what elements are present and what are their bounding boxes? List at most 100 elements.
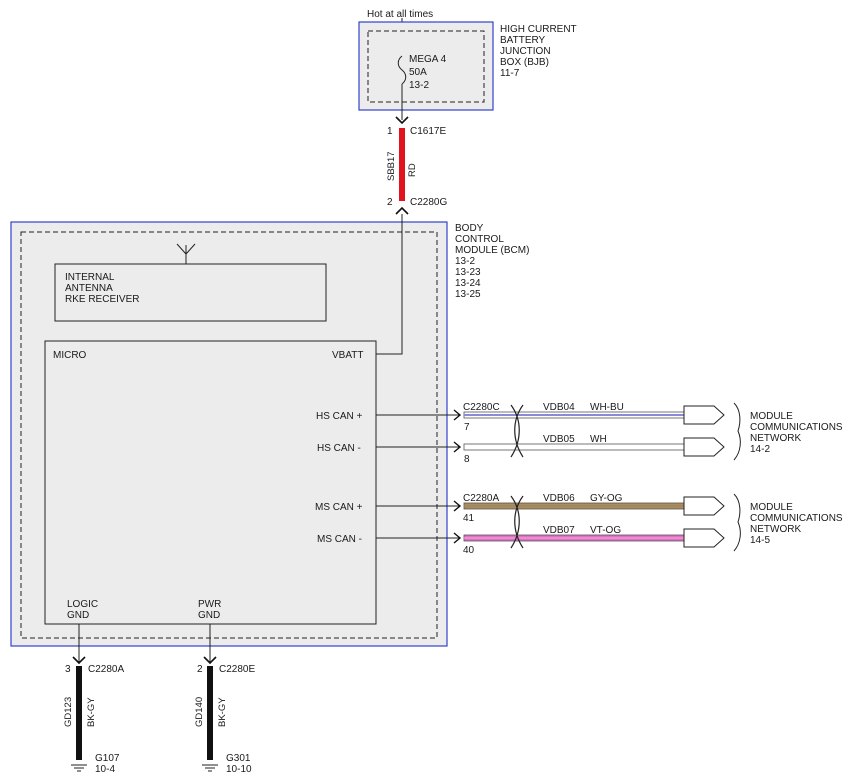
network-hs-label: MODULE COMMUNICATIONS NETWORK 14-2: [750, 411, 843, 455]
logic-gnd-label-line: LOGIC: [67, 599, 98, 610]
bcm-title: BODY CONTROL MODULE (BCM) 13-2 13-23 13-…: [455, 223, 529, 300]
bjb-title-line: JUNCTION: [500, 46, 551, 57]
bcm-title-line: BODY: [455, 223, 484, 234]
gd123-black-wire: [76, 666, 82, 760]
vdb04-circuit-label: VDB04: [543, 402, 575, 413]
network-label-line: 14-5: [750, 535, 770, 546]
bjb-module-box: [358, 21, 494, 111]
connector-pin-arrow-icon: [453, 532, 462, 544]
connector-pin-arrow-icon: [453, 441, 462, 453]
c1617e-pin: 1: [387, 126, 393, 137]
connector-c2280g-icon: [395, 206, 409, 215]
ms-can-plus-label: MS CAN +: [315, 502, 363, 513]
network-label-line: MODULE: [750, 502, 793, 513]
brace-icon: [733, 493, 741, 552]
gd140-pin: 2: [197, 664, 203, 675]
bjb-title-line: BOX (BJB): [500, 57, 549, 68]
hot-at-all-times-label: Hot at all times: [367, 9, 433, 20]
bcm-title-line: 13-23: [455, 267, 481, 278]
vdb06-color-label: GY-OG: [590, 493, 623, 504]
connector-c2280e-gnd-icon: [203, 656, 217, 665]
c2280g-connector-label: C2280G: [410, 197, 447, 208]
micro-label: MICRO: [53, 350, 87, 361]
pwr-gnd-label-line: PWR: [198, 599, 221, 610]
g301-ref: 10-10: [226, 764, 252, 775]
gd123-color-label: BK-GY: [86, 697, 97, 727]
fuse-icon: [397, 55, 407, 85]
ms-can-plus-pin: 41: [463, 513, 475, 524]
vdb04-color-label: WH-BU: [590, 402, 624, 413]
fuse-name: MEGA 4: [409, 54, 447, 65]
vdb06-circuit-label: VDB06: [543, 493, 575, 504]
network-label-line: 14-2: [750, 444, 770, 455]
micro-box: [44, 340, 377, 625]
g107-ref: 10-4: [95, 764, 115, 775]
ms-can-minus-pin: 40: [463, 545, 475, 556]
bcm-title-line: MODULE (BCM): [455, 245, 529, 256]
vdb07-circuit-label: VDB07: [543, 525, 575, 536]
bjb-title-line: 11-7: [500, 68, 520, 79]
vbatt-label: VBATT: [332, 350, 363, 361]
c2280a-can-connector-label: C2280A: [463, 493, 499, 504]
network-label-line: COMMUNICATIONS: [750, 513, 843, 524]
connector-c2280a-gnd-icon: [72, 656, 86, 665]
network-label-line: COMMUNICATIONS: [750, 422, 843, 433]
bcm-title-line: 13-24: [455, 278, 481, 289]
brace-icon: [733, 402, 741, 461]
hs-can-minus-pin: 8: [464, 454, 470, 465]
vdb05-color-label: WH: [590, 434, 607, 445]
gd123-circuit-label: GD123: [63, 697, 74, 727]
g301-ground-id: G301: [226, 753, 251, 764]
gd123-pin: 3: [65, 664, 71, 675]
logic-gnd-label-line: GND: [67, 610, 89, 621]
network-label-line: NETWORK: [750, 524, 801, 535]
gd140-circuit-label: GD140: [194, 697, 205, 727]
vdb05-circuit-label: VDB05: [543, 434, 575, 445]
bjb-title: HIGH CURRENT BATTERY JUNCTION BOX (BJB) …: [500, 24, 577, 79]
g107-ground-id: G107: [95, 753, 120, 764]
sbb17-color-label: RD: [407, 163, 418, 177]
c1617e-connector-label: C1617E: [410, 126, 446, 137]
fuse-ref: 13-2: [409, 80, 429, 91]
sbb17-circuit-label: SBB17: [386, 151, 397, 181]
rke-receiver-label-line: INTERNAL: [65, 272, 115, 283]
hs-can-minus-label: HS CAN -: [317, 443, 361, 454]
connector-pin-arrow-icon: [453, 500, 462, 512]
ground-symbol-icon: [71, 764, 87, 772]
gd140-color-label: BK-GY: [217, 697, 228, 727]
hs-can-plus-pin: 7: [464, 422, 470, 433]
ground-symbol-icon: [202, 764, 218, 772]
c2280g-pin: 2: [387, 197, 393, 208]
vdb07-color-label: VT-OG: [590, 525, 621, 536]
bjb-dashed-boundary: [367, 30, 485, 103]
bcm-title-line: CONTROL: [455, 234, 504, 245]
network-arrow-icon: [683, 496, 725, 516]
network-arrow-icon: [683, 405, 725, 425]
rke-receiver-label-line: ANTENNA: [65, 283, 113, 294]
c2280c-connector-label: C2280C: [463, 402, 500, 413]
gd140-connector-label: C2280E: [219, 664, 255, 675]
fuse-rating: 50A: [409, 67, 427, 78]
twisted-pair-icon: [510, 495, 524, 549]
hs-can-plus-label: HS CAN +: [316, 411, 363, 422]
pwr-gnd-label-line: GND: [198, 610, 220, 621]
connector-pin-arrow-icon: [453, 409, 462, 421]
ms-can-minus-label: MS CAN -: [317, 534, 362, 545]
gd140-black-wire: [207, 666, 213, 760]
antenna-icon: [176, 243, 196, 264]
sbb17-red-wire: [399, 128, 405, 201]
network-label-line: MODULE: [750, 411, 793, 422]
bcm-title-line: 13-25: [455, 289, 481, 300]
bcm-dashed-boundary: [20, 231, 438, 639]
bjb-title-line: HIGH CURRENT: [500, 24, 577, 35]
network-label-line: NETWORK: [750, 433, 801, 444]
bcm-title-line: 13-2: [455, 256, 475, 267]
rke-receiver-box: [54, 263, 327, 322]
twisted-pair-icon: [510, 404, 524, 458]
network-arrow-icon: [683, 528, 725, 548]
connector-c1617e-icon: [395, 116, 409, 125]
vbatt-wire: [376, 214, 403, 355]
bjb-title-line: BATTERY: [500, 35, 546, 46]
gd123-connector-label: C2280A: [88, 664, 124, 675]
